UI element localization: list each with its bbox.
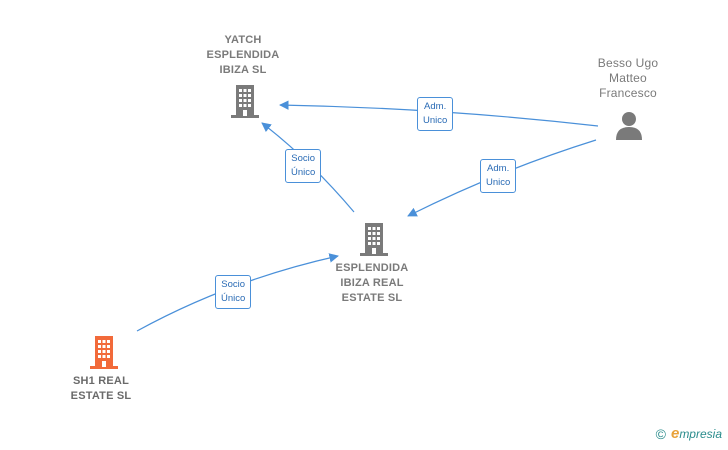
edge-label-line: Único [221,293,246,304]
edge-label-line: Socio [221,279,246,290]
brand-logo: empresia [671,425,722,442]
node-label-sh1: SH1 REAL ESTATE SL [51,374,151,404]
node-label-line: SH1 REAL [73,375,129,387]
building-icon[interactable] [88,334,120,370]
node-label-yatch: YATCH ESPLENDIDA IBIZA SL [193,33,293,78]
edge-label-sh1-esplendida: Socio Único [215,275,252,309]
edge-label-esplendida-yatch: Socio Único [285,149,322,183]
edge-label-line: Unico [423,115,448,126]
edge-label-besso-esplendida: Adm. Unico [480,159,517,193]
node-label-line: ESTATE SL [70,390,132,402]
node-label-line: Matteo [609,71,647,85]
edge-label-line: Socio [291,153,316,164]
node-label-line: ESPLENDIDA [335,262,409,274]
edge-label-besso-yatch: Adm. Unico [417,97,454,131]
edge-label-line: Único [291,167,316,178]
node-label-line: Besso Ugo [597,56,659,70]
building-icon[interactable] [229,83,261,119]
node-label-besso: Besso Ugo Matteo Francesco [578,56,678,101]
edge-label-line: Adm. [424,101,447,112]
brand-initial: e [670,425,680,442]
edge-label-line: Unico [486,177,511,188]
node-label-line: ESTATE SL [341,292,403,304]
node-label-esplendida: ESPLENDIDA IBIZA REAL ESTATE SL [322,261,422,306]
person-icon[interactable] [613,109,645,141]
building-icon[interactable] [358,221,390,257]
node-label-line: YATCH [224,34,262,46]
node-label-line: Francesco [599,86,657,100]
node-label-line: IBIZA REAL [340,277,404,289]
copyright-icon: © [655,425,666,442]
node-label-line: ESPLENDIDA [206,49,280,61]
edge-label-line: Adm. [487,163,510,174]
brand-name: mpresia [679,427,722,441]
node-label-line: IBIZA SL [219,64,267,76]
brand-watermark: © empresia [656,425,722,442]
